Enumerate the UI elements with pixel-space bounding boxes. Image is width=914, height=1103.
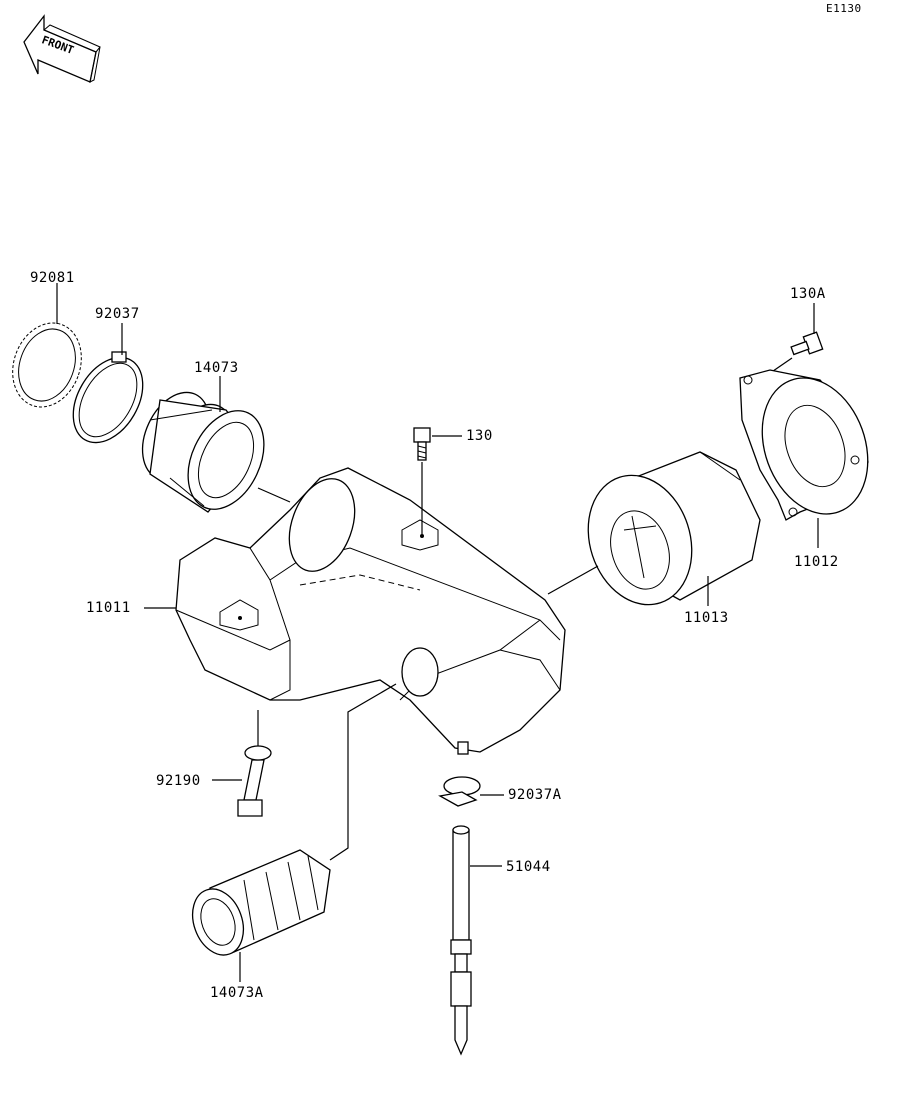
part-label-14073[interactable]: 14073	[194, 360, 239, 376]
clamp-92037A	[438, 776, 481, 807]
leader-14073-housing	[257, 487, 291, 503]
part-label-130A[interactable]: 130A	[790, 286, 826, 302]
part-label-92081[interactable]: 92081	[30, 270, 75, 286]
filter-element-11013	[587, 451, 761, 606]
part-label-11011[interactable]: 11011	[86, 600, 131, 616]
part-label-92037[interactable]: 92037	[95, 306, 140, 322]
part-label-51044[interactable]: 51044	[506, 859, 551, 875]
boot-14073A	[191, 849, 331, 956]
leader-11013-housing	[547, 565, 599, 595]
tube-92190	[237, 745, 272, 817]
pipe-51044	[450, 825, 472, 1056]
bolt-130	[413, 427, 431, 461]
leader-14073A-housing	[329, 683, 397, 861]
cover-11012	[739, 369, 869, 521]
coil-spring-92081	[12, 322, 82, 408]
diagram-code: E1130	[826, 2, 862, 15]
part-label-11013[interactable]: 11013	[684, 610, 729, 626]
part-label-130[interactable]: 130	[466, 428, 493, 444]
part-label-92190[interactable]: 92190	[156, 773, 201, 789]
circlip-92037	[72, 351, 144, 444]
part-label-92037A[interactable]: 92037A	[508, 787, 562, 803]
front-arrow-icon: FRONT	[23, 14, 101, 83]
part-label-14073A[interactable]: 14073A	[210, 985, 264, 1001]
bolt-130A	[790, 331, 824, 356]
housing-11011	[175, 467, 566, 755]
boot-14073	[141, 391, 265, 513]
part-label-11012[interactable]: 11012	[794, 554, 839, 570]
